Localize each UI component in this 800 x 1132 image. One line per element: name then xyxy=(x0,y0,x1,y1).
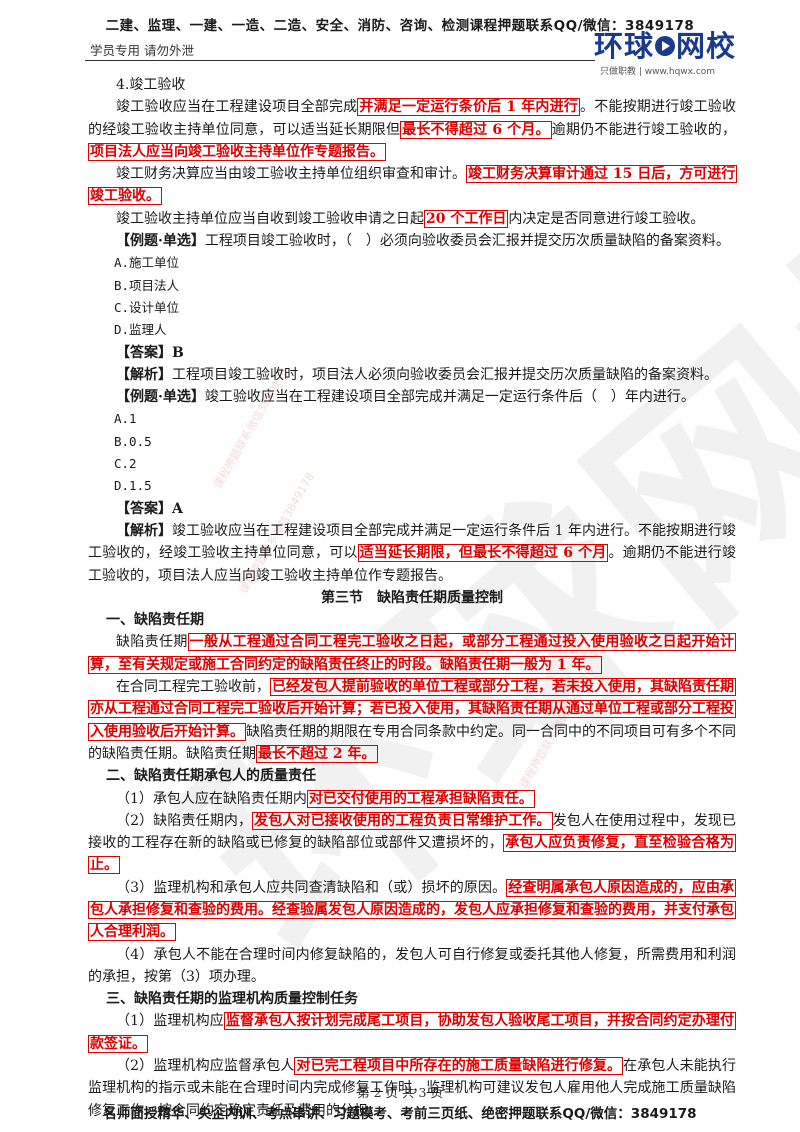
section-heading: 一、缺陷责任期 xyxy=(106,612,204,629)
list-item: （4）承包人不能在合理时间内修复缺陷的，发包人可自行修复或委托其他人修复，所需费… xyxy=(88,946,736,985)
key-point: 一般从工程通过合同工程完工验收之日起，或部分工程通过投入使用验收之日起开始计算，… xyxy=(88,633,737,674)
list-item: （2）缺陷责任期内，发包人对已接收使用的工程负责日常维护工作。发包人在使用过程中… xyxy=(88,811,737,875)
key-point: 经查明属承包人原因造成的，应由承包人承担修复和查验的费用。经查验属发包人原因造成… xyxy=(88,878,737,942)
analysis: 【解析】竣工验收应当在工程建设项目全部完成并满足一定运行条件后 1 年内进行。不… xyxy=(88,522,737,584)
question-stem: 【例题·单选】竣工验收应当在工程建设项目全部完成并满足一定运行条件后（ ）年内进… xyxy=(116,389,695,406)
page-number: 第 2 页 共 3 页 xyxy=(357,1085,443,1100)
key-point: 竣工财务决算审计通过 15 日后，方可进行竣工验收。 xyxy=(88,165,738,206)
header-note: 学员专用 请勿外泄 xyxy=(90,43,194,58)
section-heading: 三、缺陷责任期的监理机构质量控制任务 xyxy=(106,991,358,1008)
list-item: （1）承包人应在缺陷责任期内对已交付使用的工程承担缺陷责任。 xyxy=(116,789,535,808)
play-icon xyxy=(655,36,676,56)
key-point: 监督承包人按计划完成尾工项目，协助发包人验收尾工项目，并按合同约定办理付款签证。 xyxy=(88,1012,736,1053)
question-option: C.设计单位 xyxy=(114,299,180,315)
key-point: 适当延长期限，但最长不得超过 6 个月 xyxy=(357,544,609,563)
key-point: 20 个工作日 xyxy=(424,209,509,228)
logo-wordmark: 环球网校 xyxy=(594,29,737,63)
question-option: D.监理人 xyxy=(114,322,167,338)
question-option: C.2 xyxy=(114,456,137,472)
answer: 【答案】B xyxy=(116,344,184,361)
key-point: 最长不得超过 6 个月。 xyxy=(400,120,552,139)
question-stem: 【例题·单选】工程项目竣工验收时，（ ）必须向验收委员会汇报并提交历次质量缺陷的… xyxy=(116,233,730,250)
document-body: 4.竣工验收 竣工验收应当在工程建设项目全部完成并满足一定运行条价后 1 年内进… xyxy=(88,74,738,1122)
key-point: 发包人对已接收使用的工程负责日常维护工作。 xyxy=(252,811,553,830)
analysis: 【解析】工程项目竣工验收时，项目法人必须向验收委员会汇报并提交历次质量缺陷的备案… xyxy=(116,366,718,383)
paragraph: 在合同工程完工验收前，已经发包人提前验收的单位工程或部分工程，若未投入使用，其缺… xyxy=(88,678,736,763)
header-divider xyxy=(85,60,595,61)
key-point: 对已完工程项目中所存在的施工质量缺陷进行修复。 xyxy=(294,1057,624,1076)
paragraph: 竣工财务决算应当由竣工验收主持单位组织审查和审计。竣工财务决算审计通过 15 日… xyxy=(88,165,738,206)
list-item: （3）监理机构和承包人应共同查清缺陷和（或）损坏的原因。经查明属承包人原因造成的… xyxy=(88,878,737,942)
key-point: 对已交付使用的工程承担缺陷责任。 xyxy=(306,789,535,808)
key-point: 最长不超过 2 年。 xyxy=(256,744,378,763)
section-heading: 二、缺陷责任期承包人的质量责任 xyxy=(106,768,316,785)
question-option: B.项目法人 xyxy=(114,277,180,293)
question-option: B.0.5 xyxy=(114,433,152,449)
question-option: D.1.5 xyxy=(114,478,152,494)
header-ad: 二建、监理、一建、一造、二造、安全、消防、咨询、检测课程押题联系QQ/微信：38… xyxy=(105,18,695,34)
section-title: 第三节 缺陷责任期质量控制 xyxy=(321,589,503,606)
paragraph: 竣工验收应当在工程建设项目全部完成并满足一定运行条价后 1 年内进行。不能按期进… xyxy=(88,98,737,161)
footer-ad: 名师面授精华、央企内训、考点串讲、习题模考、考前三页纸、绝密押题联系QQ/微信：… xyxy=(103,1106,697,1122)
answer: 【答案】A xyxy=(116,500,183,517)
key-point: 项目法人应当向竣工验收主持单位作专题报告。 xyxy=(88,142,386,161)
logo-tagline: 只做职教 | www.hqwx.com xyxy=(600,67,716,77)
logo: 环球网校 只做职教 | www.hqwx.com xyxy=(594,30,744,77)
question-option: A.1 xyxy=(114,411,137,427)
key-point: 已经发包人提前验收的单位工程或部分工程，若未投入使用，其缺陷责任期亦从工程通过合… xyxy=(88,678,736,741)
key-point: 承包人应负责修复，直至检验合格为止。 xyxy=(88,834,737,875)
list-item: （1）监理机构应监督承包人按计划完成尾工项目，协助发包人验收尾工项目，并按合同约… xyxy=(88,1012,736,1053)
paragraph: 缺陷责任期一般从工程通过合同工程完工验收之日起，或部分工程通过投入使用验收之日起… xyxy=(88,633,737,674)
subsection-title: 4.竣工验收 xyxy=(116,77,186,93)
list-item: （2）监理机构应监督承包人对已完工程项目中所存在的施工质量缺陷进行修复。在承包人… xyxy=(88,1057,736,1119)
key-point: 并满足一定运行条价后 1 年内进行 xyxy=(357,98,581,117)
question-option: A.施工单位 xyxy=(114,255,180,271)
